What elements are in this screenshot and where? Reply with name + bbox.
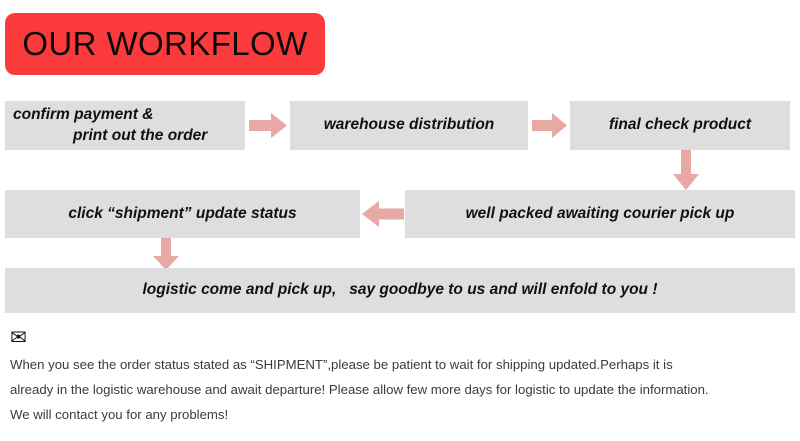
arrow-right-icon — [532, 112, 567, 139]
footer-note-line: When you see the order status stated as … — [10, 357, 673, 372]
flow-step-click-shipment: click “shipment” update status — [5, 190, 360, 238]
arrow-left-icon — [362, 200, 404, 228]
arrow-down-icon — [672, 150, 700, 190]
footer-note-line: We will contact you for any problems! — [10, 407, 229, 422]
flow-step-label-line1: confirm payment & — [13, 105, 154, 123]
title-banner: OUR WORKFLOW — [5, 13, 325, 75]
flow-step-label: logistic come and pick up, say goodbye t… — [142, 281, 658, 299]
flow-step-well-packed: well packed awaiting courier pick up — [405, 190, 795, 238]
flow-step-label: well packed awaiting courier pick up — [465, 204, 735, 222]
flow-step-label: confirm payment & print out the order — [5, 105, 245, 147]
footer-note: When you see the order status stated as … — [10, 352, 795, 427]
footer-note-line: already in the logistic warehouse and aw… — [10, 382, 709, 397]
flow-step-warehouse-distribution: warehouse distribution — [290, 101, 528, 150]
page-title: OUR WORKFLOW — [22, 25, 308, 62]
flow-step-label: warehouse distribution — [323, 116, 495, 134]
flow-step-final-check-product: final check product — [570, 101, 790, 150]
envelope-icon: ✉ — [10, 325, 27, 349]
flow-step-logistic-pickup: logistic come and pick up, say goodbye t… — [5, 268, 795, 313]
flow-step-label: final check product — [608, 116, 752, 134]
flow-step-label-line2: print out the order — [73, 126, 208, 144]
arrow-down-icon — [152, 238, 180, 270]
arrow-right-icon — [249, 112, 287, 139]
flow-step-confirm-payment: confirm payment & print out the order — [5, 101, 245, 150]
flow-step-label: click “shipment” update status — [68, 204, 297, 222]
